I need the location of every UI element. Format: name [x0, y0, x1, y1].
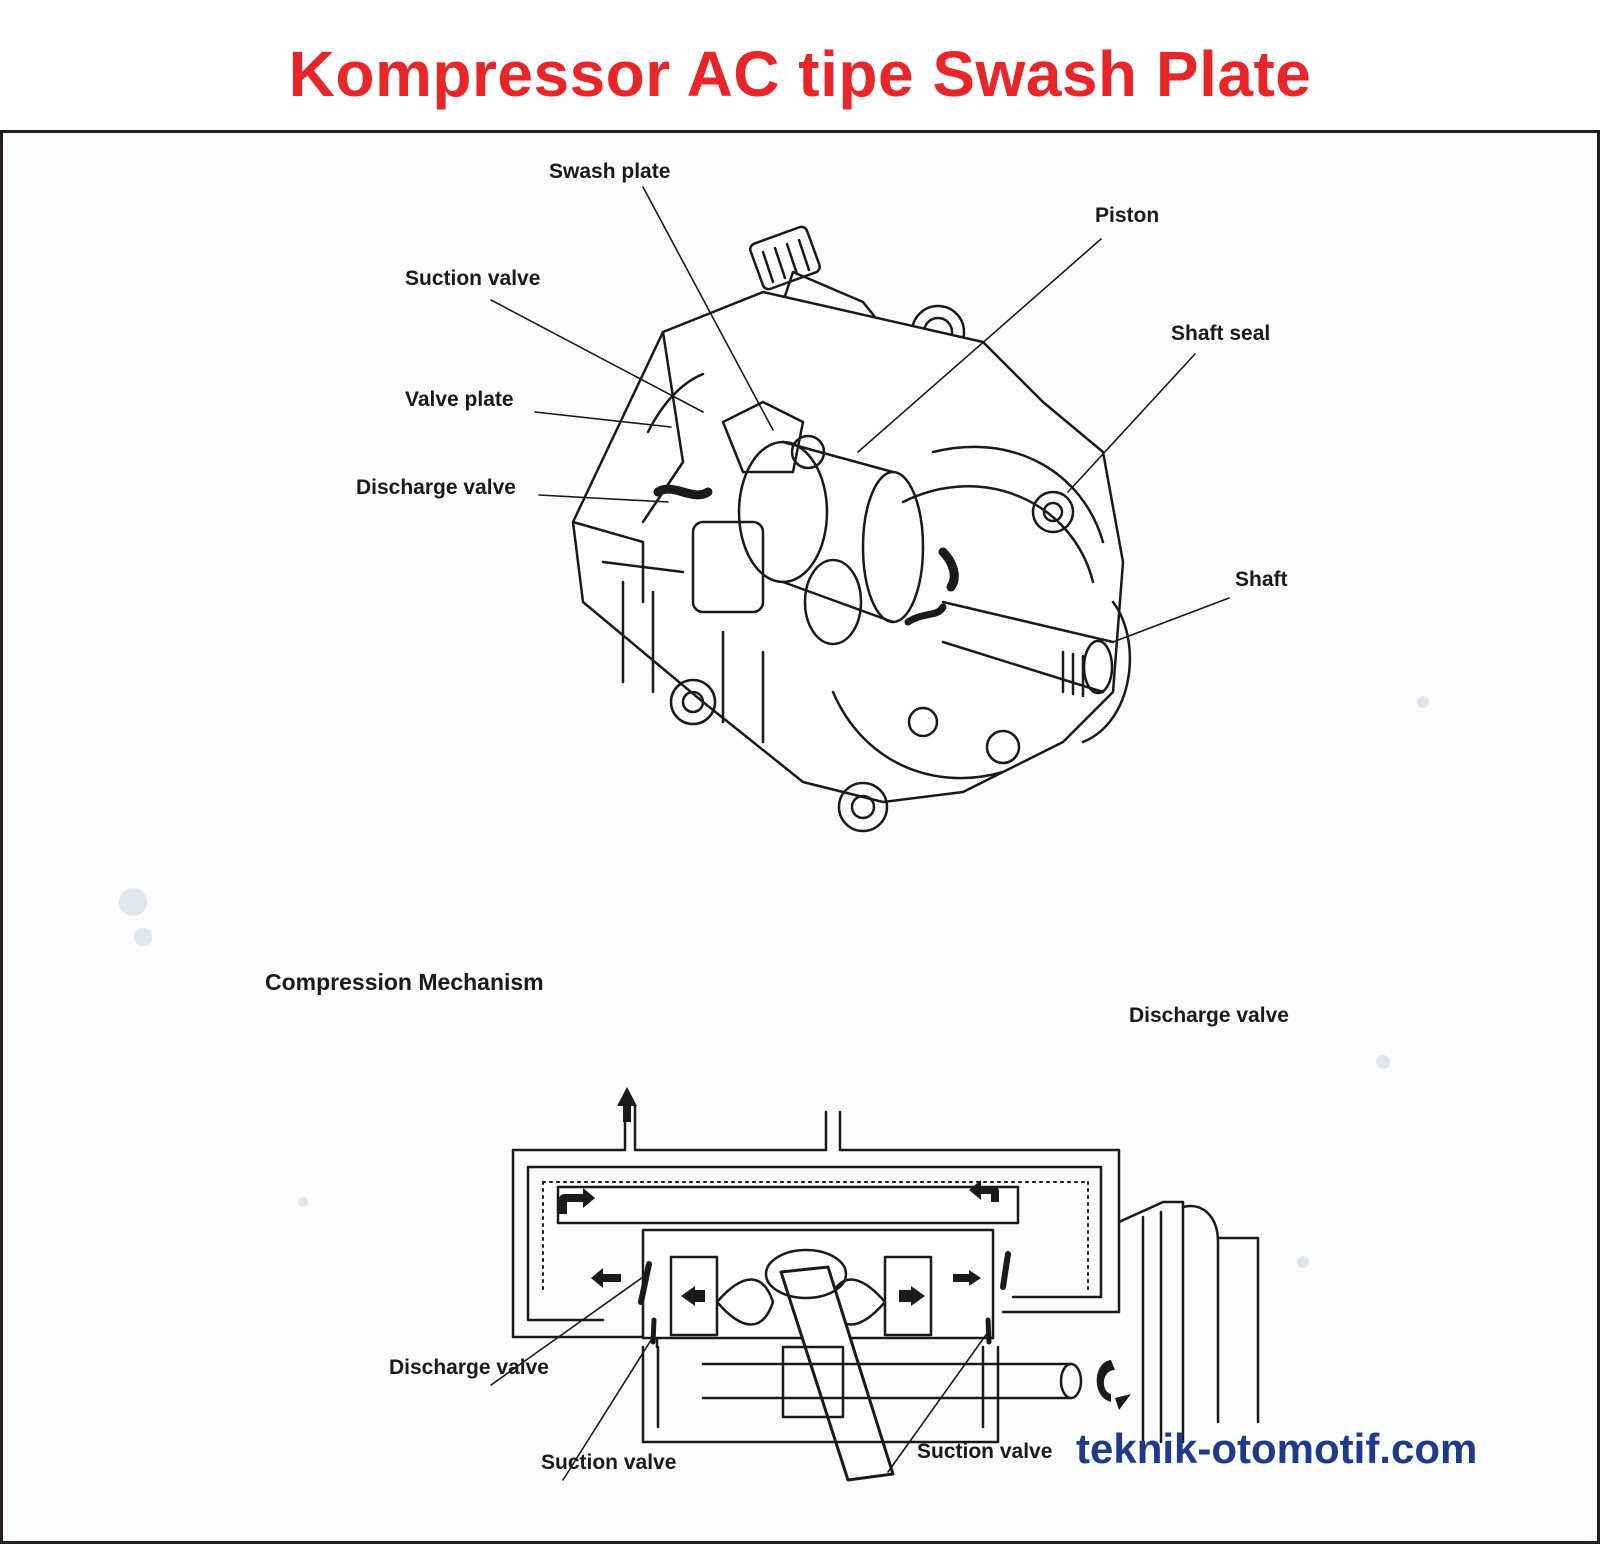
label-swash-plate: Swash plate: [549, 160, 671, 183]
label-suction-valve-right: Suction valve: [917, 1440, 1053, 1463]
label-discharge-valve-left: Discharge valve: [389, 1356, 549, 1379]
compressor-cutaway-drawing: [571, 225, 1132, 833]
flow-arrows: [559, 1087, 1131, 1410]
label-discharge-valve-top: Discharge valve: [1129, 1004, 1289, 1027]
diagram-frame: Swash plate Piston Suction valve Shaft s…: [0, 130, 1600, 1544]
top-leader-lines: [490, 186, 1230, 643]
label-discharge-valve: Discharge valve: [356, 476, 516, 499]
label-shaft: Shaft: [1235, 568, 1288, 591]
section-title-compression-mechanism: Compression Mechanism: [265, 969, 544, 995]
label-piston: Piston: [1095, 204, 1160, 227]
compression-schematic: [490, 1104, 1260, 1482]
compressor-illustration: [119, 186, 1429, 1482]
label-suction-valve: Suction valve: [405, 267, 541, 290]
label-valve-plate: Valve plate: [405, 388, 514, 411]
paper-texture: [119, 696, 1429, 1268]
label-shaft-seal: Shaft seal: [1171, 322, 1271, 345]
label-suction-valve-left: Suction valve: [541, 1451, 677, 1474]
watermark-site-name: teknik-otomotif.com: [1076, 1425, 1478, 1472]
page-title: Kompressor AC tipe Swash Plate: [288, 38, 1312, 110]
